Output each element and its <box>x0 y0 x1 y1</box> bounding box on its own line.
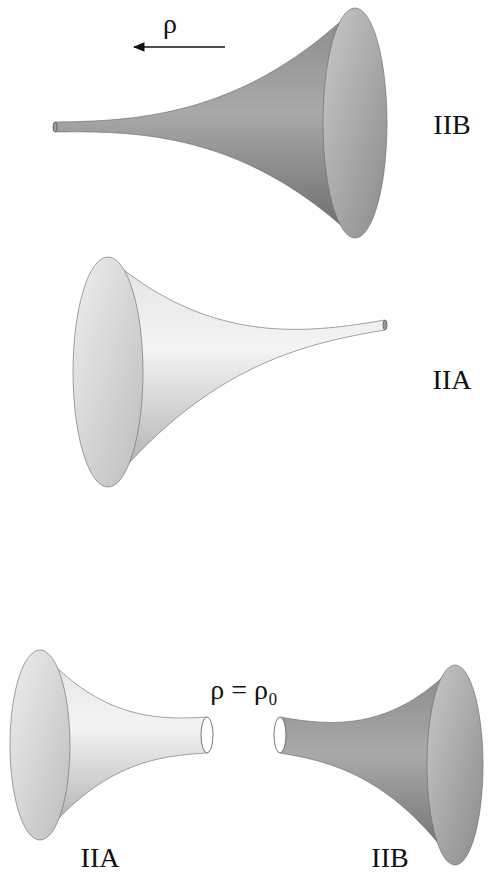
funnel-body <box>108 257 385 487</box>
funnel-end <box>53 122 57 132</box>
direction-arrow <box>134 46 225 47</box>
funnel-label: IIA <box>433 366 472 394</box>
funnel-label: IIB <box>371 844 408 872</box>
funnel-label: IIA <box>81 844 120 872</box>
funnel-end <box>383 320 387 330</box>
funnel-shape <box>53 8 387 238</box>
funnel-end <box>201 717 213 753</box>
funnel-end <box>274 717 286 753</box>
funnel-label: IIB <box>433 111 470 139</box>
funnel-label: ρ <box>163 10 177 38</box>
funnel-group <box>10 8 483 865</box>
funnel-shape <box>73 257 387 487</box>
funnel-mouth <box>427 665 483 865</box>
funnel-label: ρ = ρ₀ <box>210 676 278 704</box>
funnel-shape <box>10 650 213 840</box>
funnel-mouth <box>323 8 387 238</box>
funnel-body <box>55 8 355 238</box>
funnel-mouth <box>73 257 143 487</box>
funnel-mouth <box>10 650 70 840</box>
funnel-shape <box>274 665 483 865</box>
